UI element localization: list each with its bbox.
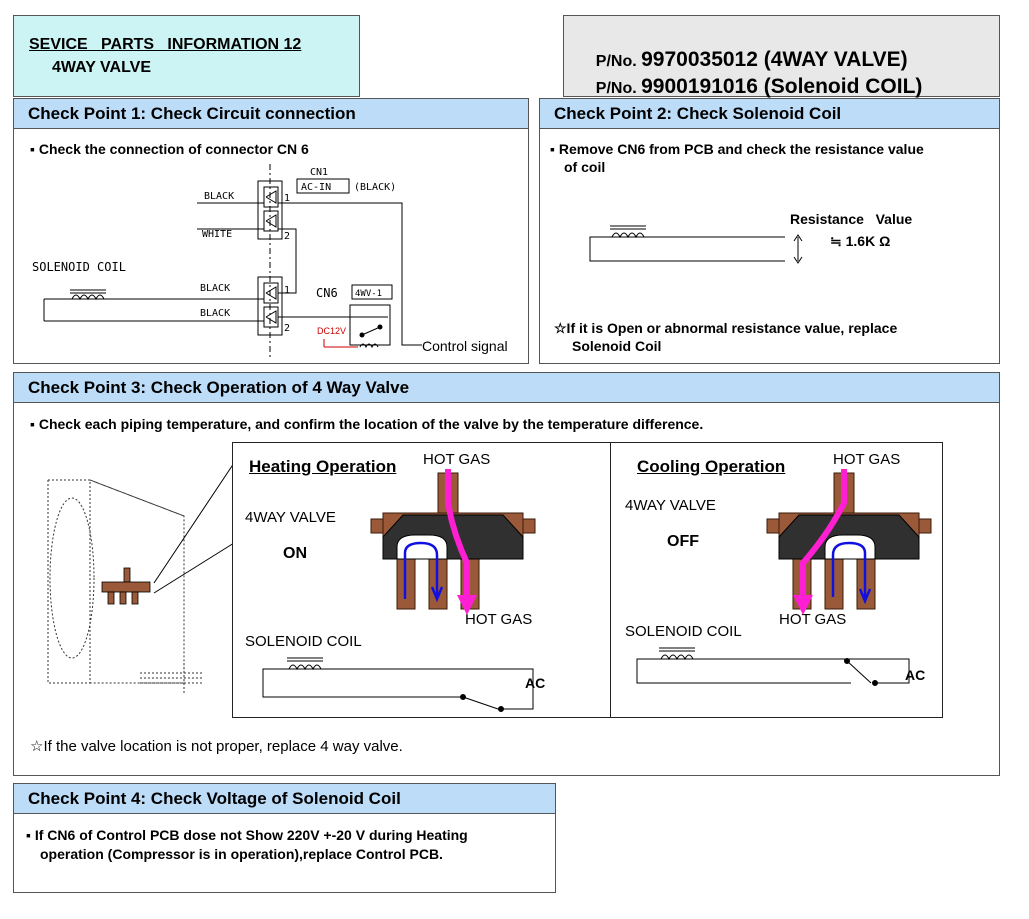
check-point-4-header: Check Point 4: Check Voltage of Solenoid… bbox=[14, 784, 555, 814]
pin-label: 2 bbox=[284, 231, 290, 242]
cooling-coil-circuit bbox=[636, 647, 910, 686]
pin-label: 1 bbox=[284, 193, 290, 204]
heating-panel: Heating Operation HOT GAS 4WAY VALVE ON … bbox=[232, 442, 611, 718]
cooling-state: OFF bbox=[667, 533, 699, 550]
wv-label: 4WV-1 bbox=[355, 289, 382, 299]
outdoor-unit-illustration bbox=[47, 479, 204, 693]
heating-hot-gas-top: HOT GAS bbox=[423, 451, 491, 468]
black-paren-label: (BLACK) bbox=[354, 182, 396, 193]
pin-label: 2 bbox=[284, 323, 290, 334]
part-number-2: P/No. 9900191016 (Solenoid COIL) bbox=[578, 57, 923, 117]
check-point-3-note: ☆If the valve location is not proper, re… bbox=[30, 738, 403, 755]
cooling-title: Cooling Operation bbox=[637, 457, 786, 476]
control-signal-label: Control signal bbox=[422, 338, 508, 354]
wire-white: WHITE bbox=[202, 229, 232, 240]
bullet-text: Check each piping temperature, and confi… bbox=[38, 416, 704, 432]
check-point-1-header: Check Point 1: Check Circuit connection bbox=[14, 99, 528, 129]
heating-coil-label: SOLENOID COIL bbox=[245, 633, 362, 650]
cooling-coil-label: SOLENOID COIL bbox=[625, 623, 742, 640]
wire-black-3: BLACK bbox=[200, 308, 230, 319]
pin-label: 1 bbox=[284, 285, 290, 296]
circuit-diagram: CN1 AC-IN (BLACK) BLACK WHITE SOLENOID C… bbox=[32, 164, 508, 359]
ac-in-label: AC-IN bbox=[301, 182, 331, 193]
bullet-text-cont: operation (Compressor is in operation),r… bbox=[40, 846, 443, 862]
cooling-hot-gas-bottom: HOT GAS bbox=[779, 611, 847, 628]
wire-black-1: BLACK bbox=[204, 191, 234, 202]
heating-state: ON bbox=[283, 545, 307, 562]
solenoid-coil-label: SOLENOID COIL bbox=[32, 260, 126, 274]
part-number-value: 9970035012 (4WAY VALVE) bbox=[641, 48, 908, 71]
check-point-3: Check Point 3: Check Operation of 4 Way … bbox=[13, 372, 1000, 776]
title-line2: 4WAY VALVE bbox=[52, 59, 151, 76]
title-box: SEVICE PARTS INFORMATION 12 4WAY VALVE bbox=[13, 15, 360, 97]
title-line1: SEVICE PARTS INFORMATION 12 bbox=[29, 36, 302, 53]
dc12v-label: DC12V bbox=[317, 326, 346, 336]
bullet-text-cont: of coil bbox=[564, 159, 606, 175]
heating-valve-label: 4WAY VALVE bbox=[245, 509, 336, 526]
cooling-ac-label: AC bbox=[905, 667, 926, 683]
heating-valve-diagram bbox=[370, 469, 536, 615]
resistance-value: ≒ 1.6K Ω bbox=[830, 233, 891, 249]
bullet-text: If CN6 of Control PCB dose not Show 220V… bbox=[34, 827, 468, 843]
heating-coil-circuit bbox=[262, 657, 534, 712]
coil-resistance-diagram bbox=[589, 225, 803, 264]
check-point-1: Check Point 1: Check Circuit connection … bbox=[13, 98, 529, 364]
cooling-hot-gas-top: HOT GAS bbox=[833, 451, 901, 468]
heating-title: Heating Operation bbox=[249, 457, 397, 476]
wire-black-2: BLACK bbox=[200, 283, 230, 294]
part-number-value: 9900191016 (Solenoid COIL) bbox=[641, 75, 923, 98]
check-point-3-bullet: ▪ Check each piping temperature, and con… bbox=[30, 416, 704, 432]
note-text-cont: Solenoid Coil bbox=[572, 338, 662, 354]
part-number-prefix: P/No. bbox=[595, 53, 642, 70]
check-point-2-bullet: ▪ Remove CN6 from PCB and check the resi… bbox=[550, 141, 924, 175]
check-point-2-note: ☆If it is Open or abnormal resistance va… bbox=[554, 319, 897, 355]
check-point-4: Check Point 4: Check Voltage of Solenoid… bbox=[13, 783, 556, 893]
heating-ac-label: AC bbox=[525, 675, 546, 691]
callout-lines bbox=[153, 462, 235, 594]
note-text: ☆If it is Open or abnormal resistance va… bbox=[554, 320, 898, 336]
part-number-prefix: P/No. bbox=[595, 80, 642, 97]
check-point-1-bullet: ▪ Check the connection of connector CN 6 bbox=[30, 141, 309, 157]
bullet-text: Remove CN6 from PCB and check the resist… bbox=[558, 141, 924, 157]
part-number-1: P/No. 9970035012 (4WAY VALVE) bbox=[578, 30, 908, 90]
cooling-panel: Cooling Operation HOT GAS 4WAY VALVE OFF… bbox=[610, 442, 943, 718]
cn6-label: CN6 bbox=[316, 286, 338, 300]
bullet-text: Check the connection of connector CN 6 bbox=[38, 141, 309, 157]
check-point-4-bullet: ▪ If CN6 of Control PCB dose not Show 22… bbox=[26, 827, 468, 862]
part-number-box: P/No. 9970035012 (4WAY VALVE) P/No. 9900… bbox=[563, 15, 1000, 98]
cooling-valve-label: 4WAY VALVE bbox=[625, 497, 716, 514]
check-point-3-header: Check Point 3: Check Operation of 4 Way … bbox=[14, 373, 999, 403]
resistance-label: Resistance Value bbox=[790, 211, 913, 227]
check-point-2-header: Check Point 2: Check Solenoid Coil bbox=[540, 99, 999, 129]
cooling-valve-diagram bbox=[766, 469, 932, 615]
heating-hot-gas-bottom: HOT GAS bbox=[465, 611, 533, 628]
cn1-label: CN1 bbox=[310, 167, 328, 178]
check-point-2: Check Point 2: Check Solenoid Coil ▪ Rem… bbox=[539, 98, 1000, 364]
